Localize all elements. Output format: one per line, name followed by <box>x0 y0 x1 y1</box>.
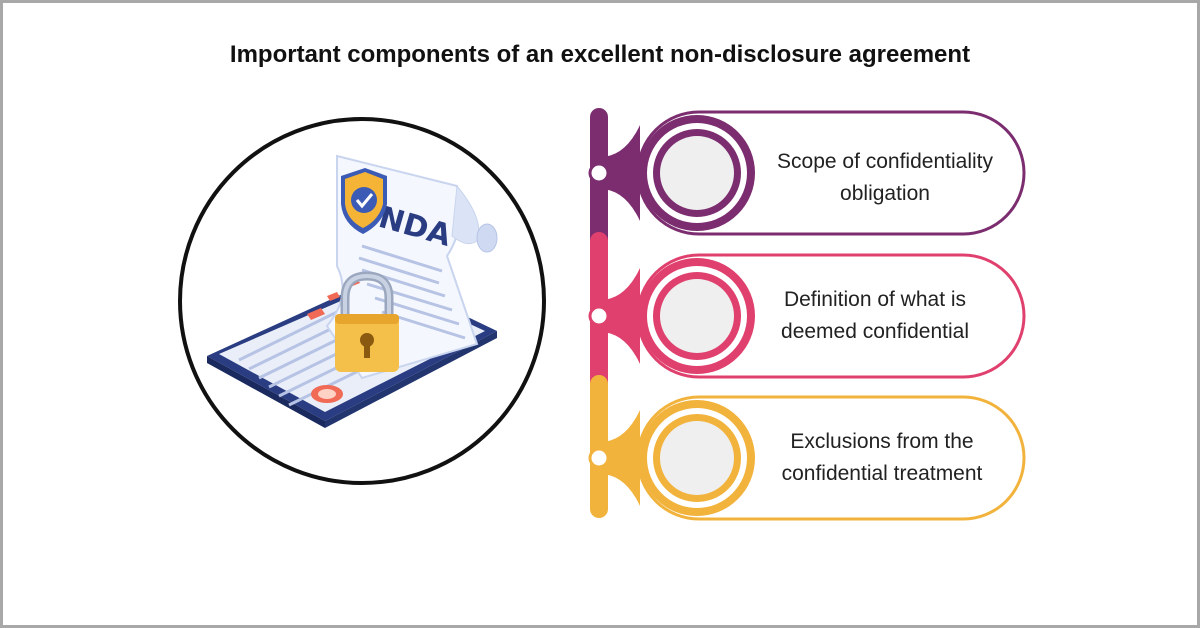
step-2-connector <box>600 268 640 364</box>
step-1-line1: Scope of confidentiality <box>777 150 993 173</box>
step-3-line1: Exclusions from the <box>790 430 974 453</box>
step-1-inner-disc <box>660 136 734 210</box>
marker-icon <box>307 308 325 320</box>
marker-icon <box>327 292 340 301</box>
step-2-inner-disc <box>660 279 734 353</box>
step-3-bar <box>590 375 608 518</box>
step-1-node <box>588 162 610 184</box>
step-3-connector <box>600 410 640 506</box>
shield-check-icon <box>341 168 387 234</box>
step-3-node <box>588 447 610 469</box>
step-1-line2: obligation <box>840 182 930 205</box>
step-2-label: Definition of what is deemed confidentia… <box>735 284 1015 348</box>
page-title: Important components of an excellent non… <box>229 41 971 68</box>
step-2-line2: deemed confidential <box>781 320 969 343</box>
padlock-icon <box>335 271 399 372</box>
step-3-line2: confidential treatment <box>781 462 983 485</box>
step-1-connector <box>600 125 640 221</box>
step-3-inner-disc <box>660 421 734 495</box>
seal-icon <box>311 385 343 403</box>
step-1-bar <box>590 108 608 268</box>
step-3-label: Exclusions from the confidential treatme… <box>742 426 1022 490</box>
step-1-label: Scope of confidentiality obligation <box>745 146 1025 210</box>
step-2-line1: Definition of what is <box>783 288 967 311</box>
nda-illustration: NDA <box>178 117 546 485</box>
step-2-node <box>588 305 610 327</box>
